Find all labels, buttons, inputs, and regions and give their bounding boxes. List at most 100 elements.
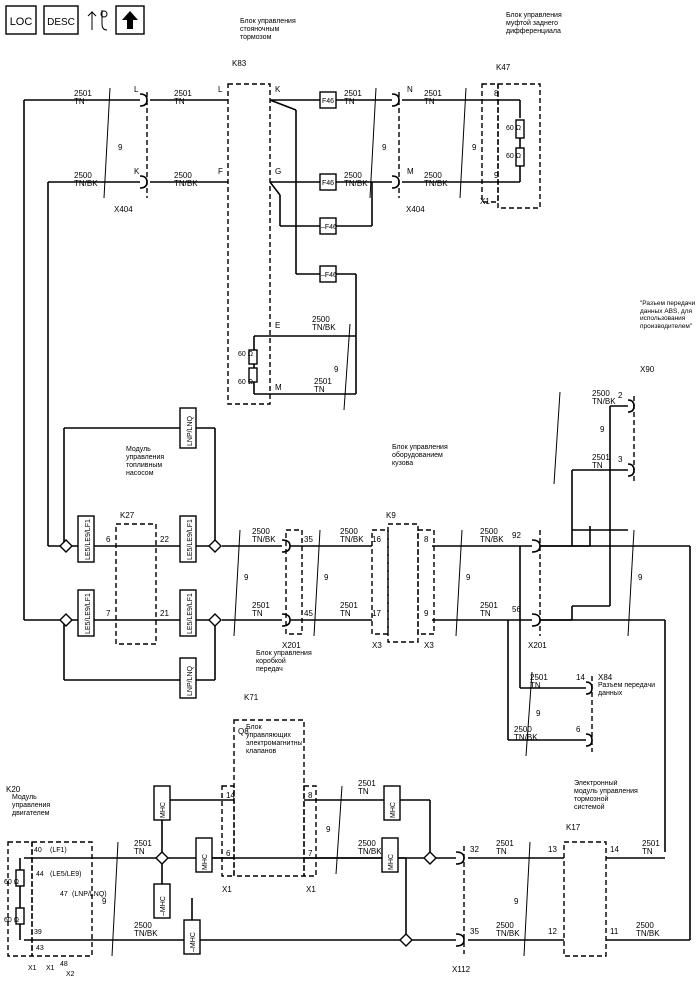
- diagram-label: 2500: [344, 171, 362, 180]
- diagram-label: TN: [134, 847, 145, 856]
- k27-title: Модуль управления топливным насосом: [126, 446, 165, 477]
- diagram-label: TN: [314, 385, 325, 394]
- diagram-label: 2501: [642, 839, 660, 848]
- diagram-label: 2501: [340, 601, 358, 610]
- diagram-label: 35: [304, 535, 313, 544]
- diagram-label: TN/BK: [358, 847, 382, 856]
- diagram-label: 2500: [496, 921, 514, 930]
- diagram-label: Q8: [238, 727, 249, 736]
- diagram-label: 43: [36, 945, 44, 952]
- desc-button-label: DESC: [47, 17, 75, 28]
- diagram-label: 2500: [514, 725, 532, 734]
- diagram-label: 13: [548, 845, 557, 854]
- diagram-label: 60 Ω: [506, 153, 521, 160]
- diagram-label: 2500: [424, 171, 442, 180]
- diagram-label: 14: [610, 845, 619, 854]
- diagram-label: 32: [470, 845, 479, 854]
- x84-data-link-connector[interactable]: 14 6 X84 Разъем передачи данных: [576, 673, 658, 752]
- k20-engine-control-module[interactable]: 60 Ω 60 Ω K20 Модуль управления двигател…: [4, 785, 107, 978]
- k9-body-control-module[interactable]: 16 17 8 9 X3 X3 K9 Блок управления обору…: [371, 444, 456, 650]
- diagram-label: MHC: [390, 802, 397, 818]
- diagram-label: 2501: [592, 453, 610, 462]
- diagram-label: K: [134, 167, 140, 176]
- connector-view-button[interactable]: [84, 6, 112, 34]
- diagram-label: K20: [6, 785, 21, 794]
- diagram-label: –MHC: [190, 932, 197, 952]
- x90-title: "Разъем передачи данных ABS, для использ…: [640, 300, 696, 330]
- diagram-label: TN/BK: [424, 179, 448, 188]
- diagram-label: 60 Ω: [506, 125, 521, 132]
- diagram-label: MHC: [202, 854, 209, 870]
- diagram-label: X1: [222, 885, 232, 894]
- diagram-label: TN: [252, 609, 263, 618]
- diagram-label: G: [275, 167, 281, 176]
- k27-fuel-pump-module[interactable]: K27 Модуль управления топливным насосом …: [106, 446, 190, 645]
- diagram-label: 2500: [340, 527, 358, 536]
- diagram-label: 47: [60, 891, 68, 898]
- diagram-label: 48: [60, 961, 68, 968]
- diagram-label: 2501: [314, 377, 332, 386]
- k20-title: Модуль управления двигателем: [12, 794, 51, 817]
- diagram-label: 60 Ω: [238, 351, 253, 358]
- k17-brake-control-module[interactable]: 13 12 14 11 K17 Электронный модуль управ…: [548, 780, 638, 957]
- diagram-label: X3: [424, 641, 434, 650]
- diagram-label: TN: [358, 787, 369, 796]
- diagram-label: 22: [160, 535, 169, 544]
- diagram-label: TN: [642, 847, 653, 856]
- diagram-label: X1: [306, 885, 316, 894]
- diagram-label: X3: [372, 641, 382, 650]
- k47-rear-diff-module[interactable]: 60 Ω 60 Ω K47 Блок управления муфтой зад…: [481, 12, 576, 209]
- diagram-label: LNP/LNQ: [187, 415, 194, 446]
- diagram-label: –F46: [321, 224, 337, 231]
- diagram-label: 35: [470, 927, 479, 936]
- diagram-label: 2: [618, 391, 623, 400]
- diagram-label: TN/BK: [636, 929, 660, 938]
- diagram-label: 9: [466, 573, 471, 582]
- up-arrow-button[interactable]: [115, 5, 145, 35]
- k71-q8-transmission-module[interactable]: 14 6 8 7 X1 X1 K71 Блок управления короб…: [221, 650, 317, 894]
- diagram-label: 56: [512, 605, 521, 614]
- diagram-label: 60 Ω: [238, 379, 253, 386]
- diagram-label: 2500: [134, 921, 152, 930]
- diagram-label: (LE5/LE9): [50, 871, 82, 878]
- diagram-label: K9: [386, 511, 396, 520]
- diagram-label: 9: [102, 897, 107, 906]
- diagram-label: TN: [74, 97, 85, 106]
- diagram-label: –MHC: [160, 896, 167, 916]
- k83-parking-brake-module[interactable]: K83 Блок управления стояночным тормозом …: [227, 18, 310, 405]
- diagram-label: 9: [326, 825, 331, 834]
- q8-title: Блок управляющих электромагнитных клапан…: [246, 724, 302, 755]
- diagram-label: 44: [36, 871, 44, 878]
- x90-abs-data-connector[interactable]: 2 3 X90 "Разъем передачи данных ABS, для…: [618, 300, 700, 484]
- diagram-label: TN: [480, 609, 491, 618]
- diagram-label: X404: [406, 205, 425, 214]
- desc-button[interactable]: DESC: [43, 5, 79, 35]
- diagram-label: TN: [174, 97, 185, 106]
- diagram-label: TN/BK: [312, 323, 336, 332]
- diagram-label: TN/BK: [514, 733, 538, 742]
- diagram-label: 2500: [74, 171, 92, 180]
- diagram-label: K27: [120, 511, 135, 520]
- diagram-label: 9: [638, 573, 643, 582]
- top-bus-wires: [23, 99, 521, 620]
- x84-title: Разъем передачи данных: [598, 682, 656, 697]
- diagram-label: TN/BK: [480, 535, 504, 544]
- loc-button[interactable]: LOC: [5, 5, 37, 35]
- diagram-label: 2501: [358, 779, 376, 788]
- diagram-label: 9: [244, 573, 249, 582]
- middle-bus-wires: [24, 405, 666, 852]
- diagram-label: L: [218, 85, 223, 94]
- diagram-label: 60 Ω: [4, 917, 19, 924]
- diagram-label: 2500: [312, 315, 330, 324]
- diagram-label: X1: [46, 965, 55, 972]
- splice-diamonds: [59, 539, 222, 627]
- diagram-label: MHC: [388, 854, 395, 870]
- k9-title: Блок управления оборудованием кузова: [392, 444, 448, 467]
- diagram-label: LE5/LE9/LF1: [85, 593, 92, 634]
- diagram-label: TN/BK: [496, 929, 520, 938]
- k17-title: Электронный модуль управления тормозной …: [574, 780, 638, 811]
- diagram-label: 2501: [424, 89, 442, 98]
